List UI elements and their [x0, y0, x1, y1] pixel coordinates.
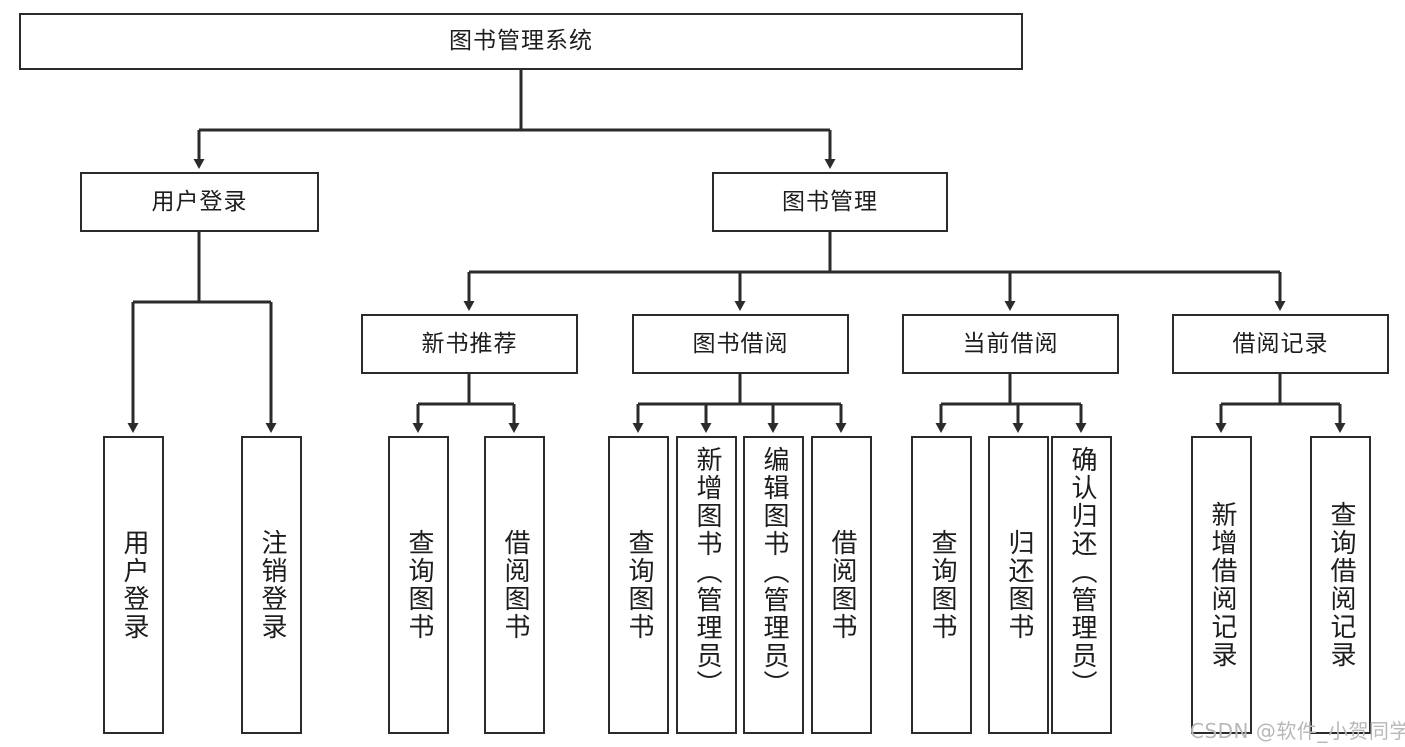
node-book-borrow[interactable]: 图书借阅 [632, 314, 849, 374]
node-leaf-user-login[interactable]: 用户登录 [103, 436, 164, 734]
node-leaf-query-book-3[interactable]: 查询图书 [911, 436, 972, 734]
node-current-borrow-label: 当前借阅 [962, 330, 1059, 357]
node-leaf-add-record-label: 新增借阅记录 [1207, 501, 1238, 669]
node-borrow-record[interactable]: 借阅记录 [1172, 314, 1389, 374]
node-leaf-query-book-3-label: 查询图书 [927, 529, 958, 641]
node-leaf-borrow-book-2[interactable]: 借阅图书 [811, 436, 872, 734]
node-leaf-confirm-return-label: 确认归还（管理员） [1067, 446, 1098, 698]
node-leaf-query-book-2[interactable]: 查询图书 [608, 436, 669, 734]
node-leaf-return-book-label: 归还图书 [1004, 529, 1035, 641]
node-current-borrow[interactable]: 当前借阅 [902, 314, 1119, 374]
node-leaf-borrow-book-2-label: 借阅图书 [827, 529, 858, 641]
node-leaf-query-book-1-label: 查询图书 [404, 529, 435, 641]
node-root-label: 图书管理系统 [449, 28, 593, 55]
node-leaf-add-book[interactable]: 新增图书（管理员） [676, 436, 737, 734]
node-leaf-add-book-label: 新增图书（管理员） [692, 446, 723, 698]
node-leaf-borrow-book-1[interactable]: 借阅图书 [484, 436, 545, 734]
node-leaf-logout[interactable]: 注销登录 [241, 436, 302, 734]
node-book-manage-label: 图书管理 [782, 188, 878, 215]
node-borrow-record-label: 借阅记录 [1232, 330, 1329, 357]
node-user-login-label: 用户登录 [151, 188, 248, 215]
node-leaf-query-book-1[interactable]: 查询图书 [388, 436, 449, 734]
node-new-book-rec-label: 新书推荐 [421, 330, 518, 357]
node-leaf-user-login-label: 用户登录 [119, 529, 150, 641]
node-leaf-edit-book[interactable]: 编辑图书（管理员） [743, 436, 804, 734]
node-root[interactable]: 图书管理系统 [19, 13, 1023, 70]
node-leaf-confirm-return[interactable]: 确认归还（管理员） [1051, 436, 1112, 734]
node-leaf-borrow-book-1-label: 借阅图书 [500, 529, 531, 641]
node-leaf-edit-book-label: 编辑图书（管理员） [759, 446, 790, 698]
node-leaf-query-record-label: 查询借阅记录 [1326, 501, 1357, 669]
node-user-login[interactable]: 用户登录 [80, 172, 319, 232]
node-leaf-query-record[interactable]: 查询借阅记录 [1310, 436, 1371, 734]
node-book-manage[interactable]: 图书管理 [712, 172, 948, 232]
node-leaf-return-book[interactable]: 归还图书 [988, 436, 1049, 734]
node-book-borrow-label: 图书借阅 [692, 330, 789, 357]
watermark: CSDN @软件_小贺同学 [1190, 719, 1405, 743]
node-leaf-query-book-2-label: 查询图书 [624, 529, 655, 641]
node-new-book-rec[interactable]: 新书推荐 [361, 314, 578, 374]
node-leaf-add-record[interactable]: 新增借阅记录 [1191, 436, 1252, 734]
node-leaf-logout-label: 注销登录 [257, 529, 288, 641]
